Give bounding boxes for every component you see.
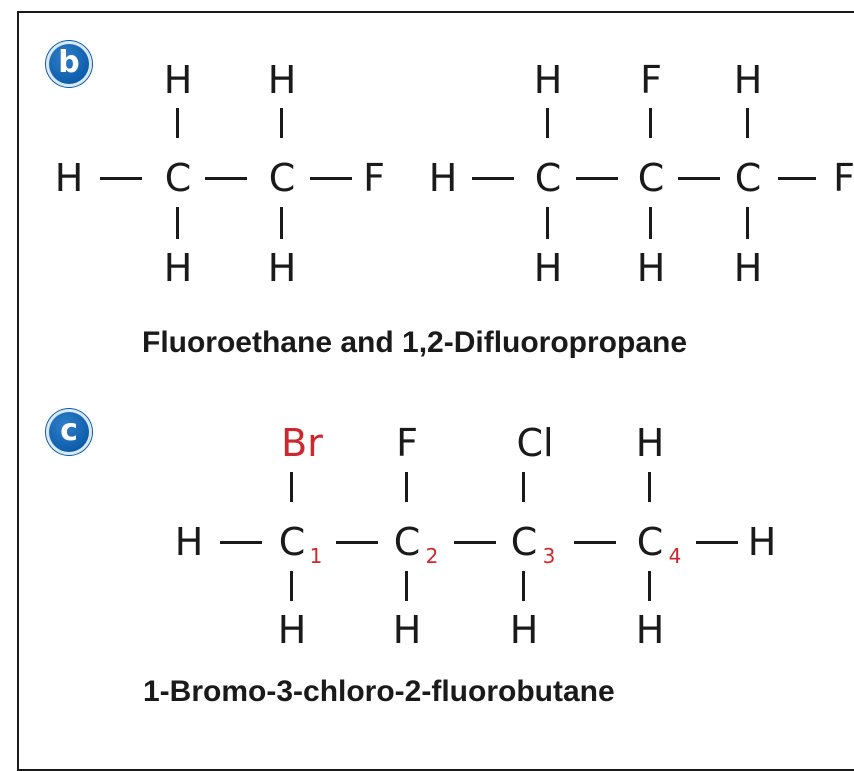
atom-h: H — [733, 246, 763, 290]
bond-horizontal — [696, 541, 738, 544]
bond-vertical — [649, 108, 652, 138]
bond-vertical — [546, 108, 549, 138]
bond-vertical — [546, 207, 549, 239]
atom-c: C — [164, 156, 192, 200]
bond-vertical — [290, 472, 293, 502]
atom-h: H — [533, 58, 563, 102]
atom-f: F — [640, 58, 662, 102]
bond-horizontal — [778, 177, 816, 180]
atom-h: H — [174, 520, 204, 564]
atom-c: C — [637, 156, 665, 200]
bond-vertical — [176, 207, 179, 239]
carbon-number: 1 — [309, 544, 323, 568]
bond-vertical — [649, 207, 652, 239]
atom-br: Br — [281, 421, 323, 465]
atom-h: H — [277, 608, 307, 652]
atom-c: C — [510, 520, 538, 564]
bond-horizontal — [205, 177, 247, 180]
atom-cl: Cl — [516, 421, 554, 465]
bond-vertical — [405, 571, 408, 601]
atom-c: C — [534, 156, 562, 200]
carbon-number: 4 — [668, 544, 682, 568]
atom-f: F — [363, 156, 385, 200]
atom-h: H — [636, 246, 666, 290]
bond-horizontal — [310, 177, 352, 180]
atom-h: H — [267, 58, 297, 102]
caption-panel-b: Fluoroethane and 1,2-Difluoropropane — [142, 326, 688, 359]
bond-vertical — [280, 108, 283, 138]
bond-horizontal — [220, 541, 262, 544]
atom-h: H — [428, 156, 458, 200]
carbon-number: 3 — [542, 544, 556, 568]
carbon-number: 2 — [425, 544, 439, 568]
atom-h: H — [635, 608, 665, 652]
atom-c: C — [268, 156, 296, 200]
bond-horizontal — [678, 177, 720, 180]
atom-c: C — [636, 520, 664, 564]
atom-h: H — [392, 608, 422, 652]
bond-vertical — [648, 472, 651, 502]
bond-horizontal — [576, 177, 618, 180]
figure-frame — [17, 11, 854, 771]
bond-vertical — [746, 108, 749, 138]
atom-c: C — [278, 520, 306, 564]
bond-vertical — [405, 472, 408, 502]
bond-vertical — [648, 571, 651, 601]
atom-h: H — [163, 246, 193, 290]
bond-vertical — [176, 108, 179, 138]
atom-h: H — [163, 58, 193, 102]
caption-panel-c: 1-Bromo-3-chloro-2-fluorobutane — [143, 675, 615, 708]
bond-horizontal — [574, 541, 616, 544]
bond-vertical — [522, 472, 525, 502]
atom-h: H — [533, 246, 563, 290]
atom-h: H — [635, 421, 665, 465]
bond-vertical — [746, 207, 749, 239]
bond-vertical — [280, 207, 283, 239]
atom-h: H — [54, 156, 84, 200]
bond-horizontal — [100, 177, 142, 180]
atom-c: C — [393, 520, 421, 564]
atom-f: F — [833, 156, 854, 200]
bond-horizontal — [454, 541, 496, 544]
atom-h: H — [733, 58, 763, 102]
bond-vertical — [522, 571, 525, 601]
atom-h: H — [747, 520, 777, 564]
bond-horizontal — [336, 541, 378, 544]
atom-h: H — [267, 246, 297, 290]
atom-c: C — [734, 156, 762, 200]
panel-c-badge: c — [46, 409, 92, 455]
bond-vertical — [290, 571, 293, 601]
atom-f: F — [396, 421, 418, 465]
bond-horizontal — [472, 177, 514, 180]
panel-b-badge: b — [46, 41, 92, 87]
atom-h: H — [509, 608, 539, 652]
